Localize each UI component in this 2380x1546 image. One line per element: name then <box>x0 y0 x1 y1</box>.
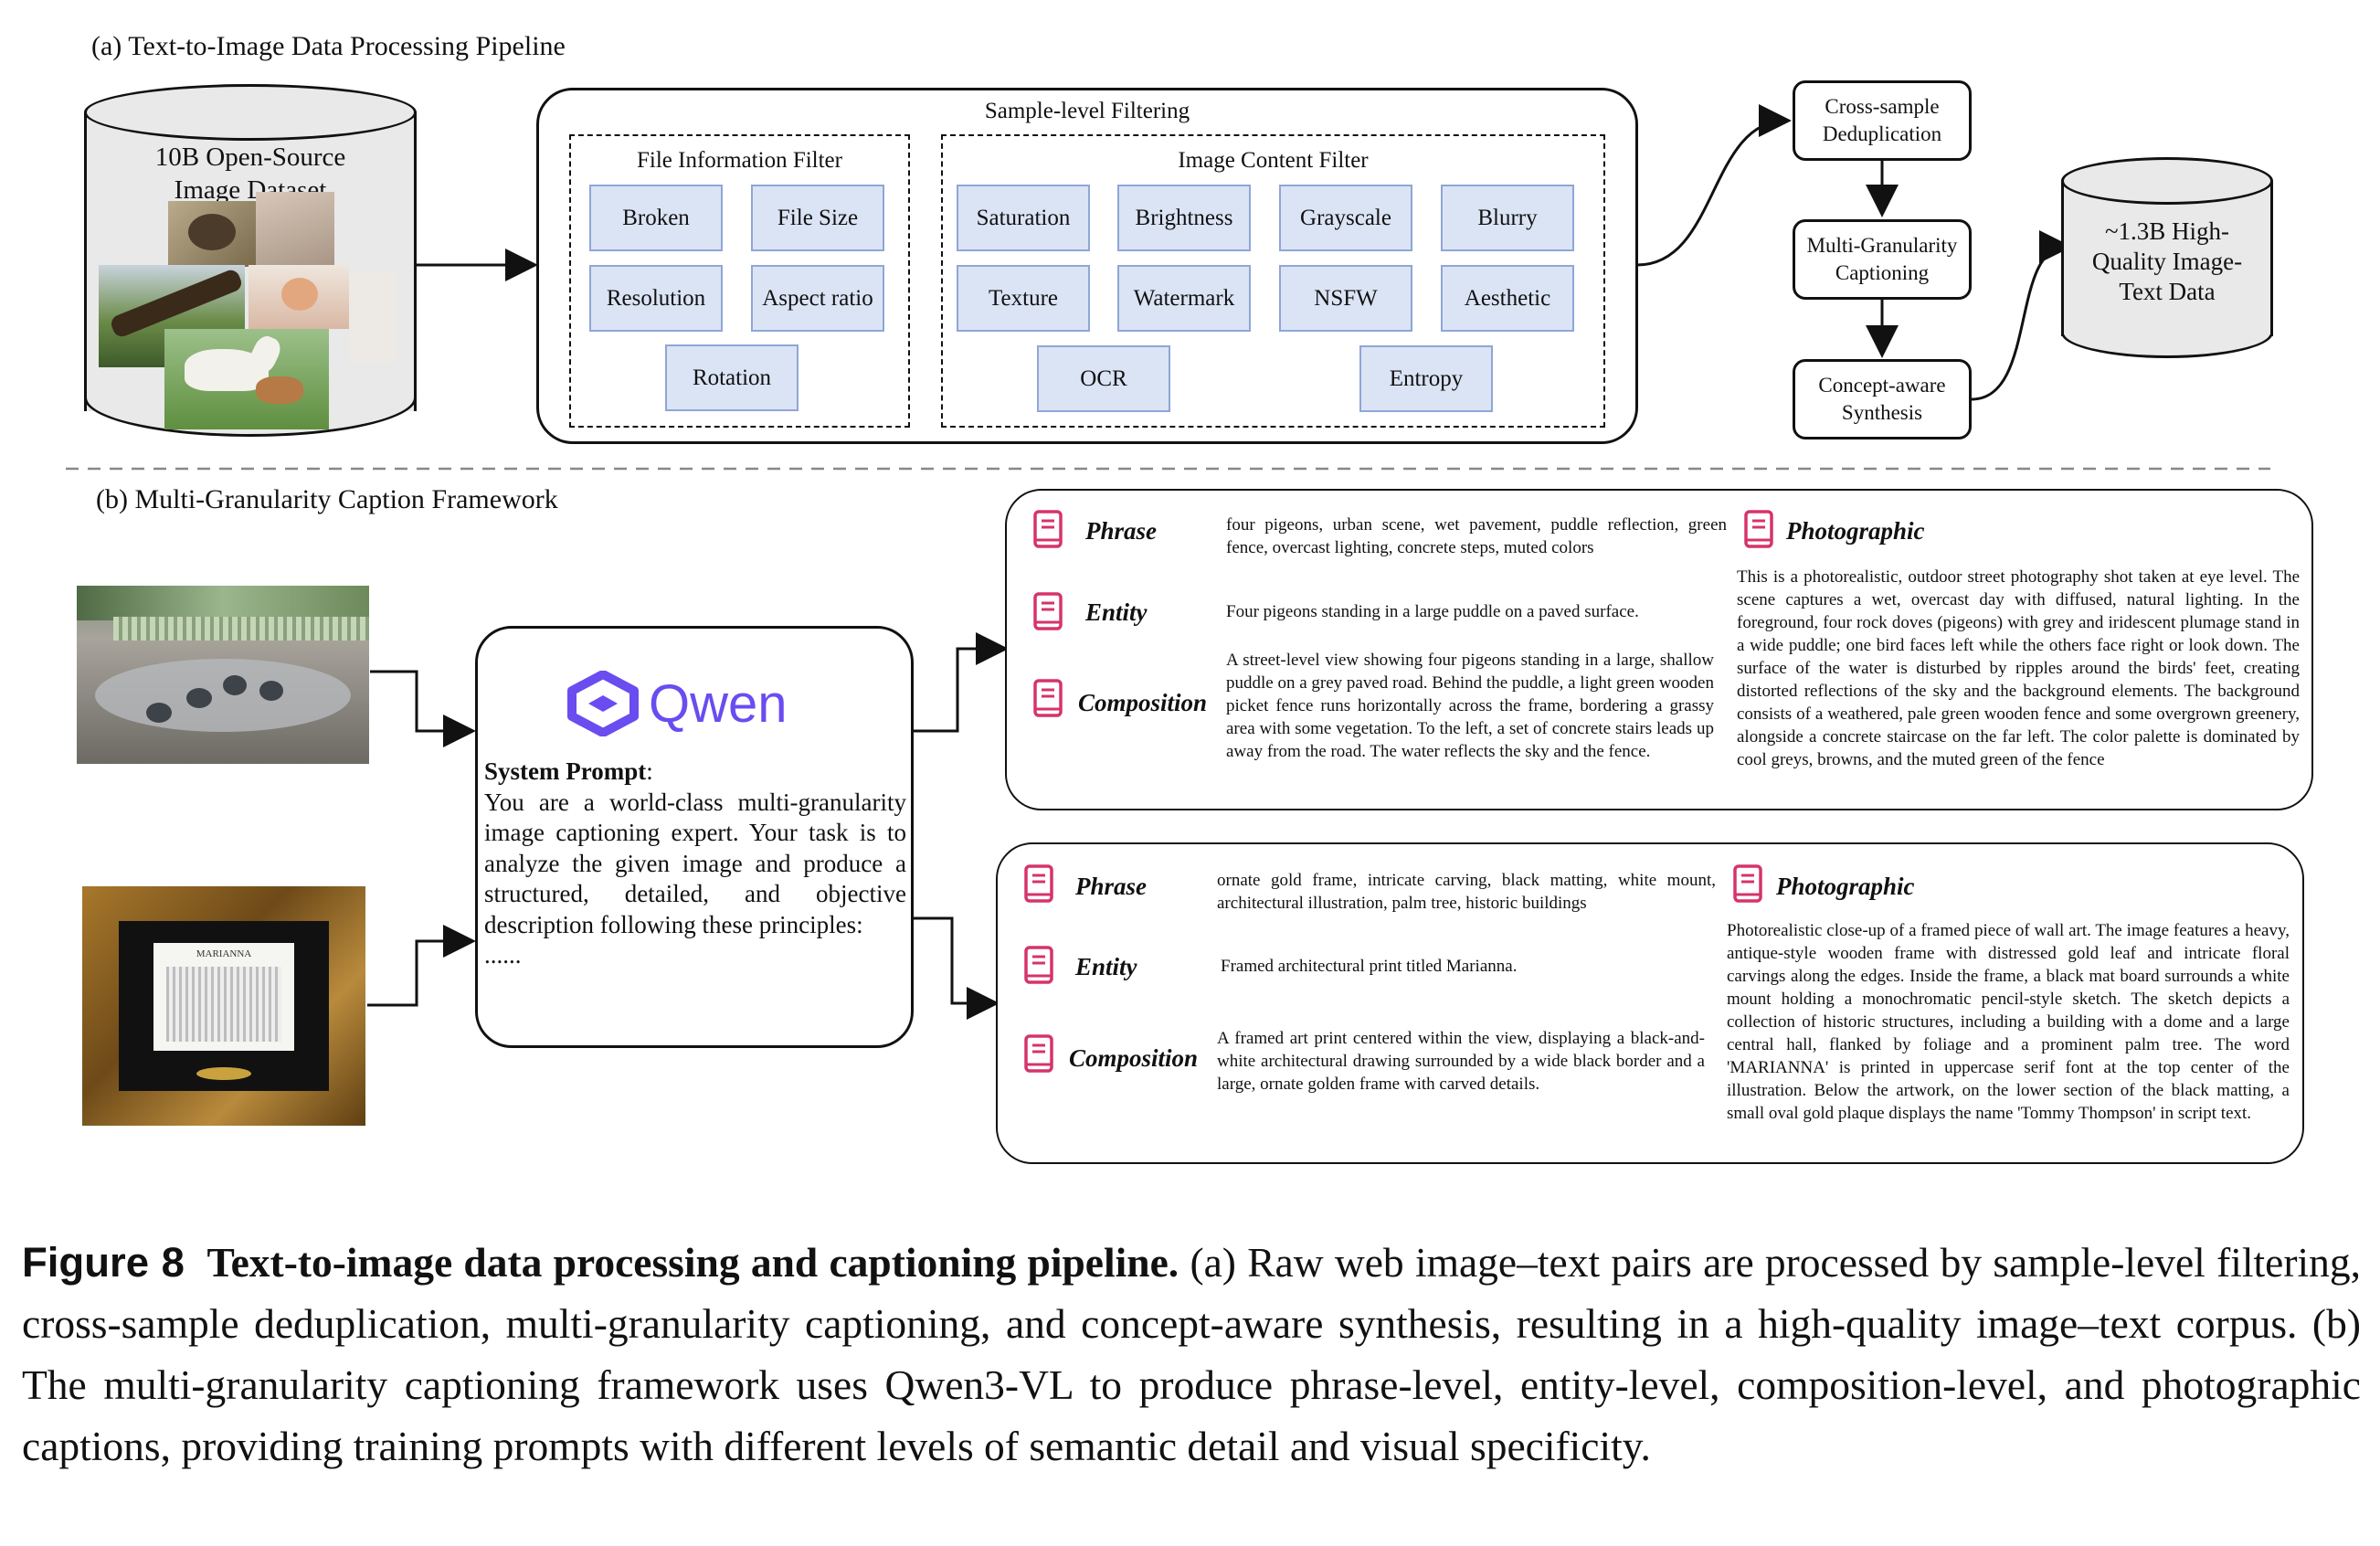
system-prompt: System Prompt: You are a world-class mul… <box>484 757 906 969</box>
collage-photo-flowers <box>249 265 349 329</box>
section-b-label: (b) Multi-Granularity Caption Framework <box>96 484 558 514</box>
book-icon <box>1024 946 1053 984</box>
arrow-image1-to-qwen <box>370 670 476 747</box>
qwen-wordmark: Qwen <box>649 673 788 734</box>
book-icon <box>1033 510 1063 548</box>
card2-phrase-text: ornate gold frame, intricate carving, bl… <box>1217 871 1716 913</box>
section-a-label: (a) Text-to-Image Data Processing Pipeli… <box>91 31 566 61</box>
card1-photographic-label: Photographic <box>1786 517 1925 545</box>
arrow-filter-to-dedup <box>1636 104 1792 267</box>
collage-photo-horses <box>164 329 329 429</box>
output-dataset-cylinder: ~1.3B High-Quality Image-Text Data <box>2061 157 2273 360</box>
qwen-prompt-box <box>475 626 914 1048</box>
card2-photographic-text: Photorealistic close-up of a framed piec… <box>1727 921 2290 1123</box>
collage-photo-texture <box>256 192 334 267</box>
frame-print-title: MARIANNA <box>196 948 252 959</box>
image-content-filter-box <box>941 134 1605 428</box>
filter-brightness: Brightness <box>1117 185 1251 251</box>
card2-phrase-label: Phrase <box>1075 873 1148 900</box>
filter-aesthetic: Aesthetic <box>1441 265 1574 332</box>
arrow-qwen-to-card2 <box>914 916 1000 1020</box>
card1-photographic-text: This is a photorealistic, outdoor street… <box>1737 567 2300 769</box>
arrow-qwen-to-card1 <box>914 632 1009 733</box>
figure-caption: Figure 8 Text-to-image data processing a… <box>22 1232 2361 1477</box>
arrow-synthesis-to-output <box>1971 230 2072 401</box>
filter-texture: Texture <box>957 265 1090 332</box>
book-icon <box>1033 592 1063 630</box>
filter-watermark: Watermark <box>1117 265 1251 332</box>
filter-blurry: Blurry <box>1441 185 1574 251</box>
output-dataset-label: ~1.3B High-Quality Image-Text Data <box>2091 217 2243 305</box>
source-dataset-cylinder: 10B Open-Source Image Dataset <box>84 84 417 439</box>
input-photo-pigeons <box>77 586 369 764</box>
filter-file-size: File Size <box>751 185 884 251</box>
caption-card-2 <box>996 842 2304 1164</box>
book-icon <box>1033 679 1063 717</box>
dedup-box: Cross-sample Deduplication <box>1793 80 1972 161</box>
image-content-filter-title: Image Content Filter <box>1178 148 1369 173</box>
captioning-box: Multi-Granularity Captioning <box>1793 219 1972 300</box>
card1-composition-label: Composition <box>1078 689 1208 716</box>
filter-rotation: Rotation <box>665 344 799 411</box>
qwen-logo: Qwen <box>566 667 841 740</box>
book-icon <box>1024 1034 1053 1073</box>
book-icon <box>1733 864 1762 903</box>
filter-grayscale: Grayscale <box>1279 185 1412 251</box>
filter-resolution: Resolution <box>589 265 723 332</box>
filter-saturation: Saturation <box>957 185 1090 251</box>
filter-ocr: OCR <box>1037 345 1170 412</box>
figure-body: (a) Raw web image–text pairs are process… <box>22 1239 2362 1469</box>
card1-phrase-text: four pigeons, urban scene, wet pavement,… <box>1226 515 1727 557</box>
figure-title: Text-to-image data processing and captio… <box>206 1239 1179 1286</box>
card2-composition-label: Composition <box>1069 1044 1199 1072</box>
card1-entity-label: Entity <box>1085 598 1148 626</box>
synthesis-box: Concept-aware Synthesis <box>1793 359 1972 439</box>
filter-nsfw: NSFW <box>1279 265 1412 332</box>
filter-broken: Broken <box>589 185 723 251</box>
card2-composition-text: A framed art print centered within the v… <box>1217 1029 1705 1094</box>
card1-phrase-label: Phrase <box>1085 517 1158 545</box>
system-prompt-ellipsis: ...... <box>484 941 522 969</box>
qwen-icon <box>567 671 639 736</box>
card1-entity-text: Four pigeons standing in a large puddle … <box>1226 602 1639 621</box>
card2-entity-text: Framed architectural print titled Marian… <box>1221 957 1518 976</box>
caption-card-1 <box>1005 489 2313 810</box>
card1-composition-text: A street-level view showing four pigeons… <box>1226 651 1714 761</box>
source-dataset-label: 10B Open-Source Image Dataset <box>154 143 346 205</box>
figure-number: Figure 8 <box>22 1239 185 1286</box>
card2-photographic-label: Photographic <box>1776 873 1915 900</box>
collage-photo-bowl <box>168 201 256 267</box>
filter-aspect-ratio: Aspect ratio <box>751 265 884 332</box>
book-icon <box>1744 510 1773 548</box>
input-photo-framed-print: MARIANNA <box>82 886 365 1126</box>
book-icon <box>1024 864 1053 903</box>
file-info-filter-box <box>569 134 910 428</box>
system-prompt-title: System Prompt <box>484 757 647 785</box>
filter-entropy: Entropy <box>1359 345 1493 412</box>
system-prompt-text: You are a world-class multi-granularity … <box>484 788 906 938</box>
arrow-image2-to-qwen <box>367 925 476 1007</box>
file-info-filter-title: File Information Filter <box>637 148 842 173</box>
sample-filtering-title: Sample-level Filtering <box>984 99 1190 123</box>
card2-entity-label: Entity <box>1075 953 1137 980</box>
collage-photo-white <box>349 271 397 363</box>
